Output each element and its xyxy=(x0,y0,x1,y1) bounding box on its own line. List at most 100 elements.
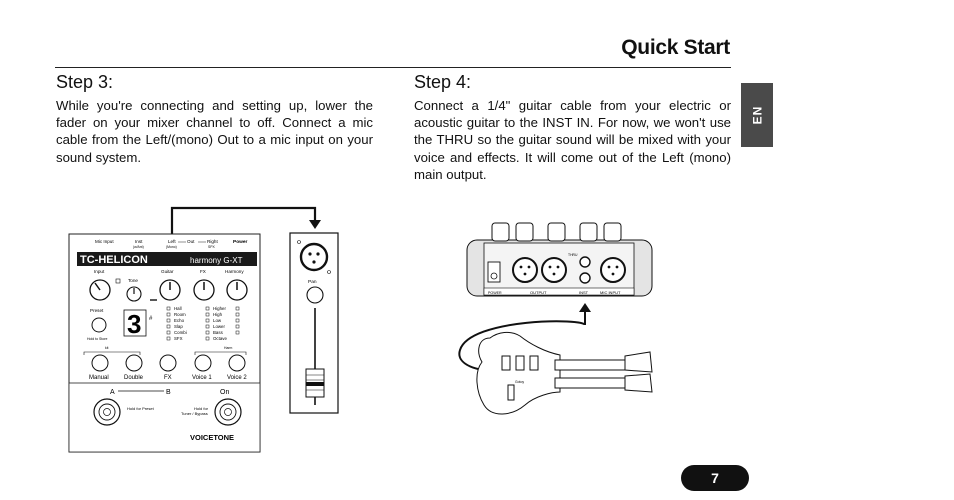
knob-label-fx: FX xyxy=(200,269,206,274)
step3-body: While you're connecting and setting up, … xyxy=(56,98,373,165)
harmony-led-column xyxy=(205,306,240,341)
rear-power-jack-icon xyxy=(487,261,501,283)
harmony-item: Lower xyxy=(213,324,225,329)
tuner-bypass-label: Tuner / Bypass xyxy=(181,411,208,416)
button-label-double: Double xyxy=(124,375,144,381)
fx-knob-icon xyxy=(193,279,215,301)
footswitch-label-b: B xyxy=(166,389,171,396)
harm-label: Harm xyxy=(224,346,232,350)
footswitch-a-icon xyxy=(93,398,121,426)
voice2-button xyxy=(228,354,246,372)
preset-display xyxy=(123,309,147,337)
pedal-body xyxy=(68,233,261,453)
footer-brand: VOICETONE xyxy=(190,433,234,442)
tone-knob-icon xyxy=(126,286,142,302)
preset-button xyxy=(91,317,107,333)
rear-label-strip xyxy=(483,287,635,296)
jack-sublabel-right: SPX xyxy=(208,245,216,249)
fx-item: SFX xyxy=(174,336,183,341)
language-tab-label: EN xyxy=(749,105,764,125)
step4-heading: Step 4: xyxy=(414,72,472,92)
pedal-bottom-panel xyxy=(68,382,261,453)
footswitch-on-icon xyxy=(214,398,242,426)
mic-cable-line xyxy=(170,206,317,234)
language-tab: EN xyxy=(741,83,773,147)
harmony-item: Low xyxy=(213,318,222,323)
brand-band xyxy=(77,252,257,266)
fx-button xyxy=(159,354,177,372)
guitar-knob-icon xyxy=(159,279,181,301)
rear-panel-inner xyxy=(483,242,635,296)
guitar-label: Gotoy xyxy=(515,380,524,384)
rear-output-xlr-icon xyxy=(512,257,567,283)
preset-label: Preset xyxy=(90,308,104,313)
rear-label-mic: MIC INPUT xyxy=(600,290,621,295)
button-label-voice2: Voice 2 xyxy=(227,375,247,381)
fx-item: Slap xyxy=(174,324,183,329)
jack-label-right: Right xyxy=(207,239,218,244)
input-led xyxy=(115,278,121,284)
fx-item: Hall xyxy=(174,306,182,311)
rear-label-output: OUTPUT xyxy=(530,290,547,295)
page-title: Quick Start xyxy=(621,36,730,59)
rear-label-inst: INST xyxy=(579,290,589,295)
rear-panel-frame xyxy=(466,239,653,297)
jack-label-out: Out xyxy=(187,239,195,244)
kit-label: kit xyxy=(105,346,108,350)
hold-for-preset-label: Hold for Preset xyxy=(127,406,155,411)
button-label-manual: Manual xyxy=(89,375,109,381)
guitar-cable xyxy=(458,312,586,372)
right-button-bracket xyxy=(194,351,247,355)
xlr-input-icon xyxy=(297,240,331,274)
button-label-fx: FX xyxy=(164,375,172,381)
harmony-item: High xyxy=(213,312,223,317)
manual-button xyxy=(91,354,109,372)
button-label-voice1: Voice 1 xyxy=(192,375,212,381)
page-number: 7 xyxy=(681,465,749,491)
step3-heading: Step 3: xyxy=(56,72,114,92)
harmony-item: Octave xyxy=(213,336,227,341)
fx-led-column xyxy=(166,306,171,341)
rear-knobs xyxy=(491,222,622,242)
pan-label: Pan xyxy=(308,279,317,285)
fx-item: Echo xyxy=(174,318,185,323)
footswitch-label-a: A xyxy=(110,389,115,396)
knob-label-input: Input xyxy=(94,269,105,274)
model-name: harmony G-XT xyxy=(190,256,243,265)
mic-cable-arrowhead xyxy=(309,220,321,229)
thru-label: THRU xyxy=(568,253,578,257)
input-knob-icon xyxy=(89,279,111,301)
jack-label-mic: Mic Input xyxy=(95,239,114,244)
harmony-item: Higher xyxy=(213,306,226,311)
harmony-item: Bass xyxy=(213,330,224,335)
jack-label-inst: Inst xyxy=(135,239,143,244)
jack-label-left: Left xyxy=(168,239,176,244)
hold-for-tuner-label: Hold for xyxy=(194,406,209,411)
title-rule xyxy=(55,67,731,68)
knob-label-guitar: Guitar xyxy=(161,269,174,274)
fx-item: Room xyxy=(174,312,186,317)
display-hash: # xyxy=(149,316,153,322)
knob-label-harmony: Harmony xyxy=(225,269,244,274)
fx-item: Combi xyxy=(174,330,187,335)
knob-label-tone: Tone xyxy=(128,278,138,283)
footswitch-label-on: On xyxy=(220,389,229,396)
fader-cap-icon xyxy=(305,368,325,398)
double-button xyxy=(125,354,143,372)
brand-name: TC-HELICON xyxy=(80,254,148,266)
rear-inst-jack-icon xyxy=(579,256,591,284)
left-button-bracket xyxy=(83,351,141,355)
harmony-knob-icon xyxy=(226,279,248,301)
step4-body: Connect a 1/4" guitar cable from your el… xyxy=(414,98,731,182)
guitar-icon xyxy=(476,331,653,415)
hold-to-store-label: Hold to Store xyxy=(87,337,107,341)
rear-mic-xlr-icon xyxy=(600,257,626,283)
rear-label-power: POWER xyxy=(488,291,502,295)
guitar-cable-arrowhead xyxy=(579,303,591,312)
jack-sublabel-inst: (w/Ant) xyxy=(133,245,144,249)
mixer-strip xyxy=(289,232,339,414)
jack-sublabel-left: (Mono) xyxy=(166,245,177,249)
jack-label-power: Power xyxy=(233,239,248,245)
preset-display-digit: 3 xyxy=(127,309,141,339)
